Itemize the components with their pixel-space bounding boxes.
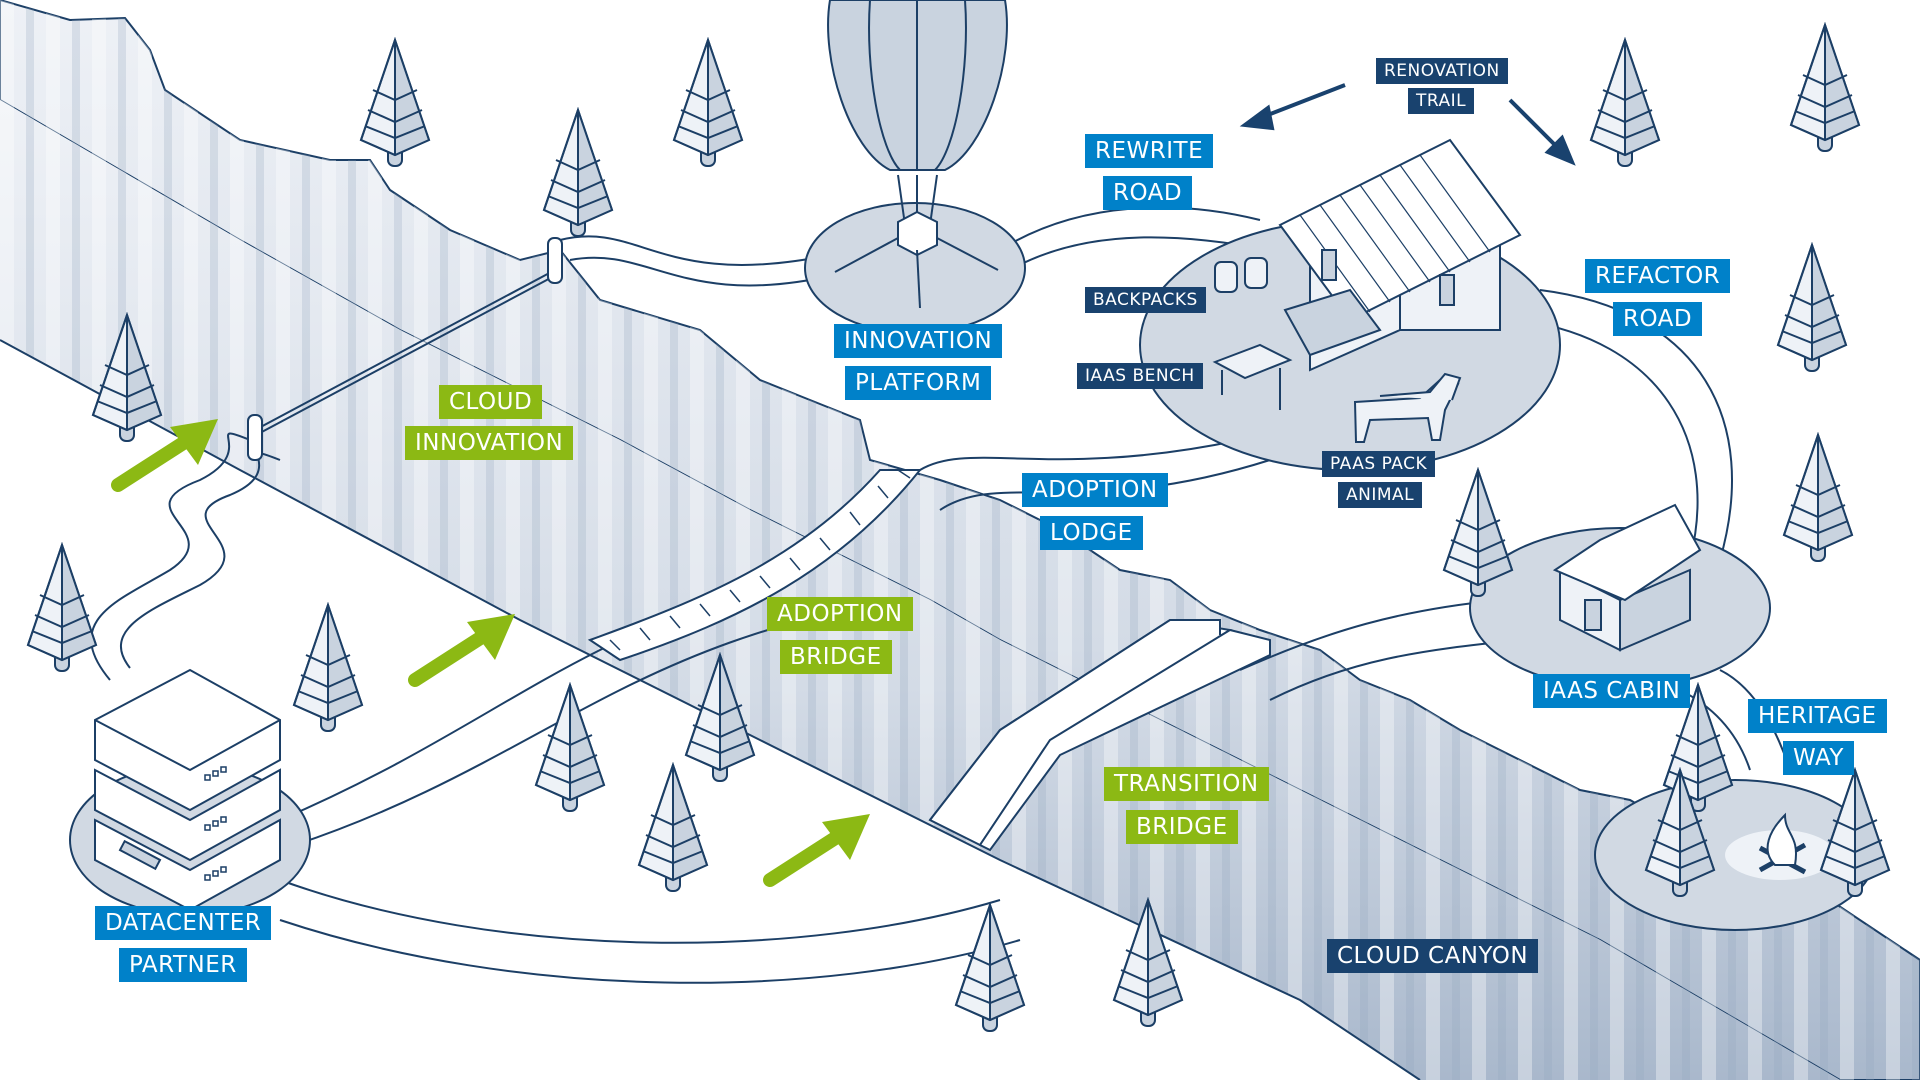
label-adoption-lodge-1: ADOPTION — [1022, 473, 1168, 507]
pine-tree-icon — [360, 39, 430, 167]
backpack-icon — [1214, 257, 1268, 293]
adoption-bridge — [587, 469, 923, 662]
label-trail: TRAIL — [1408, 88, 1475, 114]
label-paas-pack: PAAS PACK — [1322, 451, 1436, 477]
label-innovation-platform-1: INNOVATION — [834, 324, 1003, 358]
pine-tree-icon — [543, 109, 613, 237]
pine-tree-icon — [1590, 39, 1660, 167]
label-rewrite-road: ROAD — [1103, 176, 1193, 210]
label-renovation: RENOVATION — [1376, 58, 1508, 84]
donkey-icon — [1353, 372, 1462, 443]
pine-tree-icon — [1790, 24, 1860, 152]
lodge-house-icon — [1278, 138, 1522, 372]
label-heritage: HERITAGE — [1748, 699, 1887, 733]
pine-tree-icon — [1783, 434, 1853, 562]
pine-tree-icon — [673, 39, 743, 167]
label-way: WAY — [1783, 741, 1854, 775]
label-adoption-bridge-1: ADOPTION — [767, 597, 913, 631]
label-animal: ANIMAL — [1338, 482, 1423, 508]
pine-tree-icon — [1777, 244, 1847, 372]
label-iaas-cabin: IAAS CABIN — [1533, 674, 1691, 708]
campfire-icon — [1725, 812, 1835, 880]
zipline — [247, 237, 563, 461]
server-stack-icon — [94, 668, 281, 912]
renovation-arrows — [1239, 83, 1576, 166]
label-cloud: CLOUD — [439, 385, 543, 419]
label-iaas-bench: IAAS BENCH — [1077, 363, 1203, 389]
label-transition: TRANSITION — [1104, 767, 1269, 801]
label-backpacks: BACKPACKS — [1085, 287, 1206, 313]
label-rewrite: REWRITE — [1085, 134, 1214, 168]
label-refactor-road: ROAD — [1613, 302, 1703, 336]
bench-icon — [1212, 343, 1293, 410]
label-transition-bridge: BRIDGE — [1126, 810, 1238, 844]
label-datacenter: DATACENTER — [95, 906, 272, 940]
label-adoption-lodge-2: LODGE — [1040, 516, 1143, 550]
cabin-icon — [1552, 503, 1702, 652]
label-innovation-platform-2: PLATFORM — [845, 366, 992, 400]
label-cloud-innovation: INNOVATION — [405, 426, 574, 460]
label-refactor: REFACTOR — [1585, 259, 1731, 293]
label-adoption-bridge-2: BRIDGE — [780, 640, 892, 674]
label-partner: PARTNER — [119, 948, 247, 982]
hot-air-balloon-icon — [827, 0, 1008, 309]
transition-bridge — [928, 618, 1271, 852]
label-cloud-canyon: CLOUD CANYON — [1327, 939, 1539, 973]
